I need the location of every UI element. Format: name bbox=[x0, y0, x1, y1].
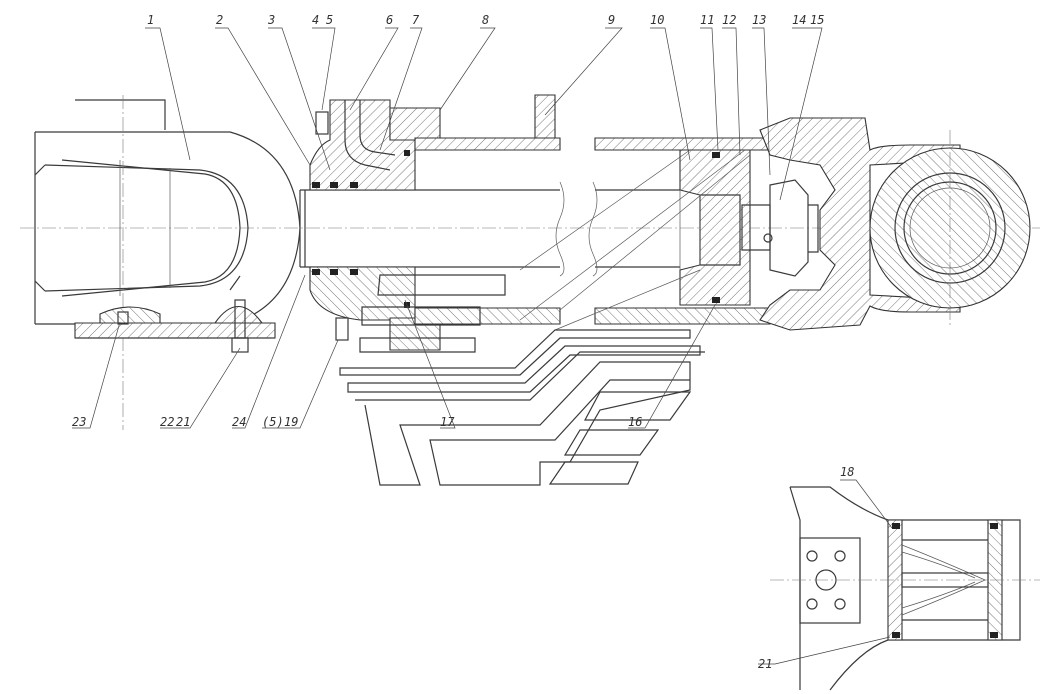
label-21-detail: 21 bbox=[758, 657, 772, 671]
label-1: 1 bbox=[147, 13, 154, 27]
label-24: 24 bbox=[232, 415, 246, 429]
label-3: 3 bbox=[267, 13, 275, 27]
label-16: 16 bbox=[628, 415, 642, 429]
label-2: 2 bbox=[216, 13, 223, 27]
label-11: 11 bbox=[700, 13, 714, 27]
flange bbox=[389, 107, 441, 351]
label-12: 12 bbox=[722, 13, 736, 27]
label-18: 18 bbox=[840, 465, 854, 479]
leader-lines bbox=[72, 27, 893, 665]
label-8: 8 bbox=[482, 13, 489, 27]
seal-cross-sections bbox=[339, 274, 705, 486]
label-6: 6 bbox=[386, 13, 393, 27]
label-17: 17 bbox=[440, 415, 455, 429]
label-22: 22 bbox=[160, 415, 174, 429]
piston-nut bbox=[741, 179, 819, 277]
label-10: 10 bbox=[650, 13, 664, 27]
label-9: 9 bbox=[608, 13, 615, 27]
cylinder-bottom-cap bbox=[759, 117, 1031, 331]
main-section-view bbox=[20, 94, 1040, 430]
section-break-lines bbox=[519, 149, 751, 331]
detail-view bbox=[770, 486, 1040, 691]
label-7: 7 bbox=[412, 13, 420, 27]
cylinder-barrel bbox=[414, 94, 771, 325]
label-21: 21 bbox=[176, 415, 190, 429]
label-5-bracket: (5) bbox=[262, 415, 284, 429]
label-14: 14 bbox=[792, 13, 806, 27]
cylinder-head-gland bbox=[309, 99, 416, 341]
rod-clevis bbox=[34, 95, 301, 430]
label-5: 5 bbox=[326, 13, 333, 27]
piston-rod bbox=[299, 181, 680, 277]
label-23: 23 bbox=[72, 415, 86, 429]
part-number-labels: 1 2 3 4 5 6 7 8 9 10 11 12 13 14 15 23 2… bbox=[72, 13, 854, 671]
label-15: 15 bbox=[810, 13, 824, 27]
piston bbox=[679, 149, 751, 306]
label-13: 13 bbox=[752, 13, 766, 27]
clevis-bottom-plate bbox=[74, 299, 276, 353]
label-19: 19 bbox=[284, 415, 298, 429]
label-4: 4 bbox=[312, 13, 319, 27]
